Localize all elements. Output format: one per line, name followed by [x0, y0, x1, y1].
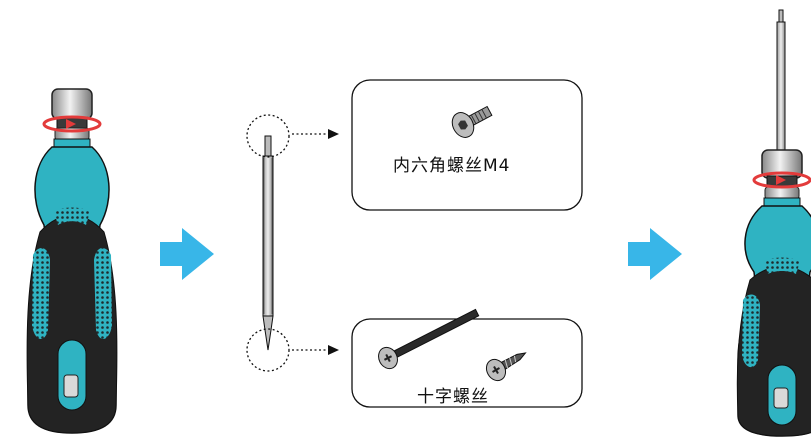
chuck-base — [764, 186, 800, 200]
stored-bit — [773, 387, 789, 409]
long-cross-screw-icon — [378, 308, 480, 370]
dotted-arrow-icon — [292, 129, 339, 139]
grip-texture-top — [54, 207, 90, 225]
callout-box-hex — [351, 79, 583, 211]
hex-screw-icon — [451, 105, 493, 138]
screwdriver-assembled-right — [736, 9, 811, 437]
highlight-circle-top — [246, 114, 290, 158]
inserted-bit-tip — [778, 9, 784, 23]
hex-screw-label: 内六角螺丝M4 — [393, 156, 511, 176]
cross-screw-label: 十字螺丝 — [417, 387, 489, 407]
screwdriver-handle-left — [26, 88, 118, 434]
short-cross-screw-icon — [485, 352, 527, 382]
hex-tip — [264, 135, 272, 157]
grip-texture-top — [764, 257, 800, 274]
chuck-collar — [51, 88, 93, 120]
handle-neck — [763, 197, 801, 207]
dotted-arrow-icon — [292, 345, 339, 355]
bit-shaft — [262, 155, 274, 317]
right-arrow-icon — [160, 228, 214, 280]
grip-texture-left — [742, 294, 760, 368]
cross-tip — [262, 315, 274, 351]
stored-bit — [63, 374, 79, 398]
highlight-circle-bottom — [246, 328, 290, 372]
rotate-arrow-icon — [42, 115, 102, 133]
grip-texture-left — [32, 248, 50, 340]
handle-neck — [53, 138, 91, 148]
double-ended-bit — [246, 114, 290, 372]
right-arrow-icon — [628, 228, 682, 280]
inserted-bit-shaft — [776, 21, 786, 151]
grip-texture-right — [94, 248, 112, 340]
rotate-arrow-icon — [752, 171, 811, 189]
